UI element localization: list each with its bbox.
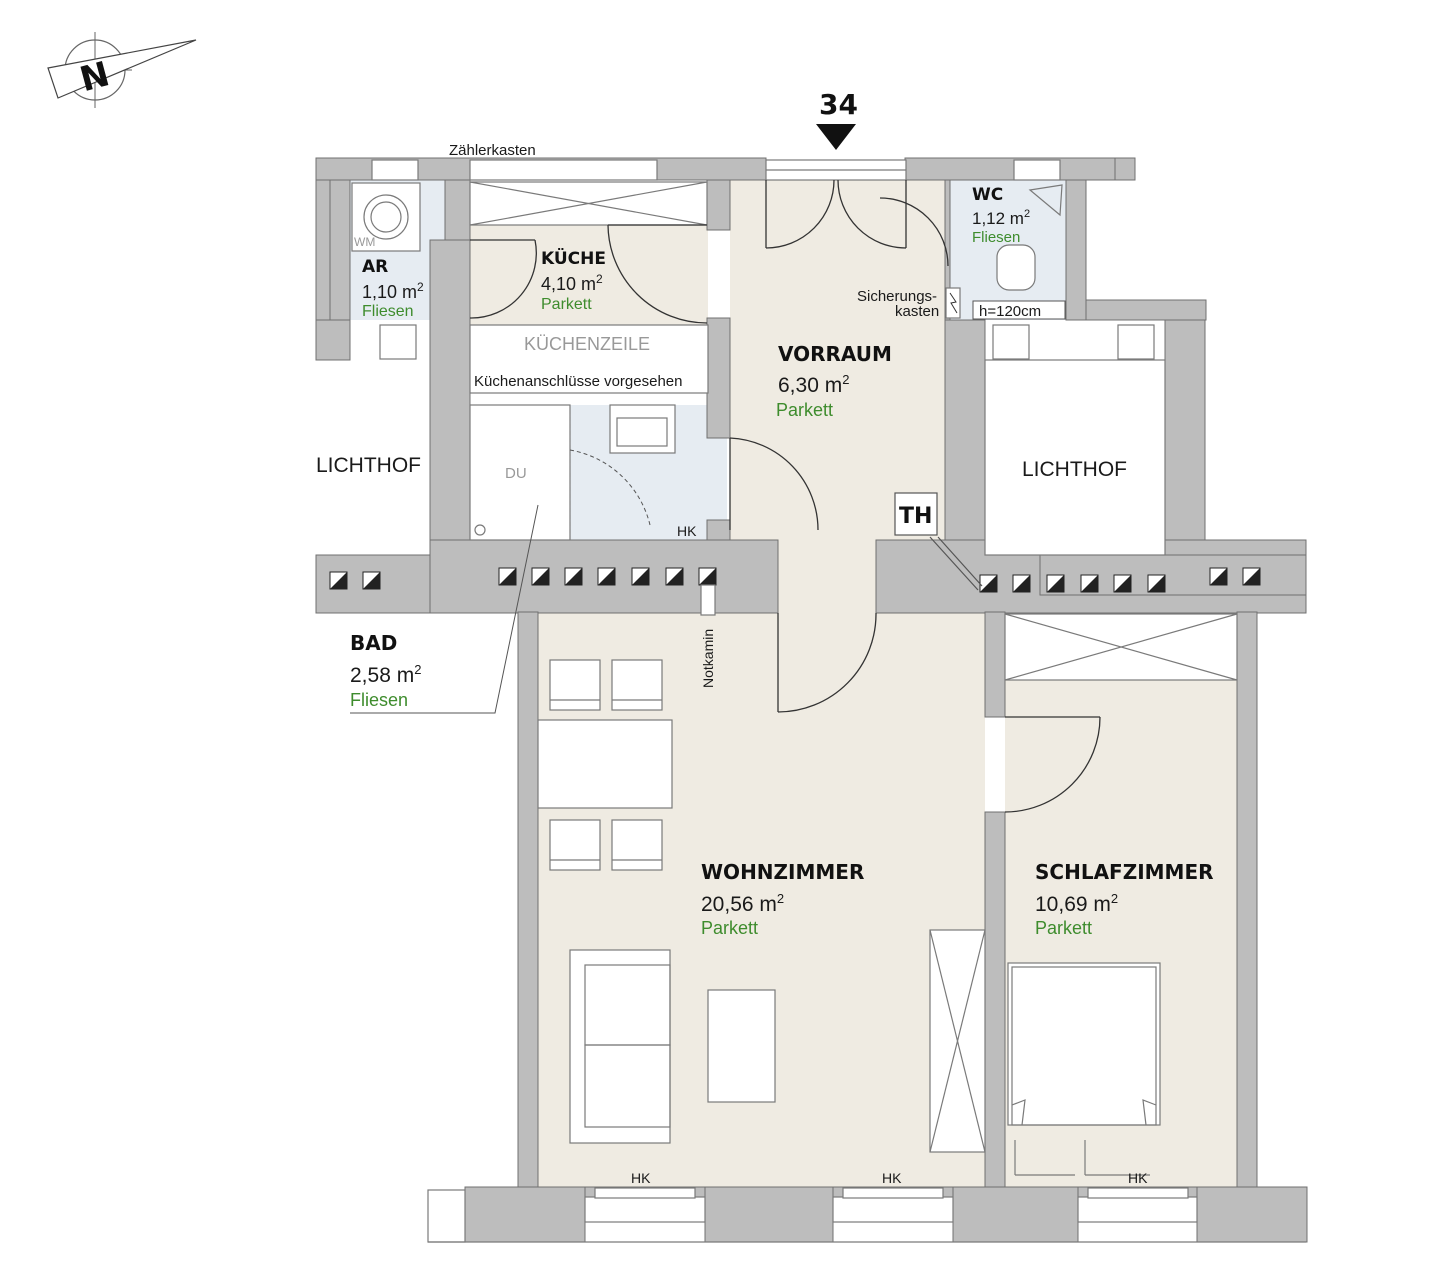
ar-floor-label: Fliesen (362, 303, 414, 320)
ar-area: 1,10 m (362, 282, 417, 302)
label-lichthof-right: LICHTHOF (1022, 458, 1127, 481)
windows-bottom (427, 1187, 1306, 1243)
wc-sup: 2 (1024, 208, 1030, 220)
wc-area-text: 1,12 m2 (972, 208, 1030, 228)
ar-name: AR (362, 257, 388, 277)
wc-name: WC (972, 185, 1003, 205)
label-notkamin: Notkamin (700, 629, 716, 688)
ar-sup: 2 (417, 280, 424, 294)
label-du: DU (505, 465, 527, 482)
fixtures (350, 182, 1238, 1176)
kueche-floor-label: Parkett (541, 296, 592, 313)
label-wm: WM (354, 235, 375, 249)
ar-area-text: 1,10 m2 (362, 280, 424, 302)
vorraum-passage-floor (778, 540, 876, 615)
bad-area-text: 2,58 m2 (350, 662, 421, 687)
schlafzimmer-name: SCHLAFZIMMER (1035, 860, 1214, 884)
lichthof-right-area (984, 359, 1166, 556)
label-sicherungs: Sicherungs- (857, 288, 937, 305)
bad-area: 2,58 m (350, 664, 414, 687)
wc-floor-label: Fliesen (972, 229, 1020, 246)
label-kasten: kasten (895, 303, 939, 320)
label-lichthof-left: LICHTHOF (316, 454, 421, 477)
vorraum-sup: 2 (842, 372, 849, 387)
label-hk-schlaf: HK (1128, 1170, 1148, 1186)
label-kuechenzeile: KÜCHENZEILE (524, 334, 650, 354)
wc-area: 1,12 m (972, 209, 1024, 228)
chimney-flues (329, 567, 1261, 593)
entrance-marker: 34 (816, 88, 858, 150)
label-hk-bath: HK (677, 523, 697, 539)
vorraum-floor-label: Parkett (776, 400, 833, 420)
unit-number: 34 (819, 88, 858, 121)
vorraum-name: VORRAUM (778, 342, 892, 366)
schlafzimmer-area-text: 10,69 m2 (1035, 891, 1118, 916)
kueche-sup: 2 (596, 272, 603, 286)
wohnzimmer-sup: 2 (777, 891, 784, 906)
label-wc-height: h=120cm (979, 303, 1041, 320)
windows-top (371, 159, 1155, 360)
schlafzimmer-area: 10,69 m (1035, 893, 1111, 916)
north-arrow: N (47, 32, 197, 108)
kuechenzeile-counter (469, 324, 709, 394)
vorraum-area-text: 6,30 m2 (778, 372, 849, 397)
kueche-name: KÜCHE (541, 247, 606, 269)
bad-name: BAD (350, 631, 397, 655)
label-hk-wohn-right: HK (882, 1170, 902, 1186)
vorraum-area: 6,30 m (778, 374, 842, 397)
wohnzimmer-floor-label: Parkett (701, 918, 758, 938)
wohnzimmer-area-text: 20,56 m2 (701, 891, 784, 916)
schlafzimmer-floor-label: Parkett (1035, 918, 1092, 938)
du-shower (469, 404, 571, 541)
kueche-floor (470, 225, 708, 325)
bad-sup: 2 (414, 662, 421, 677)
doors (469, 179, 1101, 813)
bad-floor-label: Fliesen (350, 690, 408, 710)
kueche-area: 4,10 m (541, 274, 596, 294)
label-kuechenanschluesse: Küchenanschlüsse vorgesehen (474, 373, 682, 390)
wohnzimmer-area: 20,56 m (701, 893, 777, 916)
label-zaehlerkasten: Zählerkasten (449, 142, 536, 159)
label-hk-wohn-left: HK (631, 1170, 651, 1186)
wohnzimmer-name: WOHNZIMMER (701, 860, 864, 884)
schlafzimmer-sup: 2 (1111, 891, 1118, 906)
label-th: TH (899, 504, 932, 529)
kueche-area-text: 4,10 m2 (541, 272, 603, 294)
